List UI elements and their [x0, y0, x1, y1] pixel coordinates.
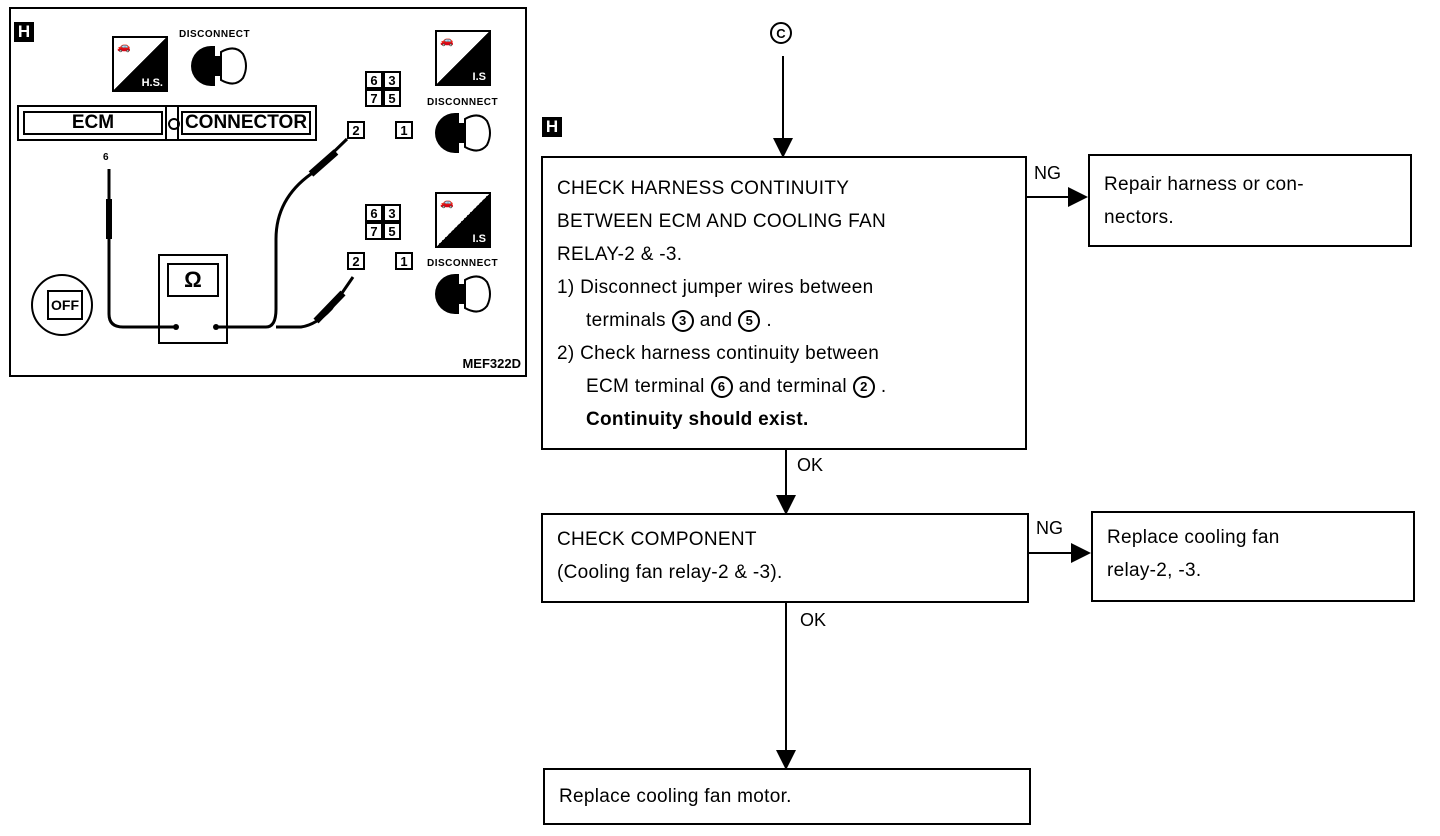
ohm-symbol: Ω — [167, 263, 219, 297]
step1-instruction-2: 2) Check harness continuity between — [557, 343, 880, 364]
action-line: relay-2, -3. — [1107, 560, 1202, 581]
harness-label: I.S — [472, 233, 486, 245]
figure-code: MEF322D — [462, 356, 521, 371]
car-icon: 🚗 — [440, 35, 454, 47]
step1-ng-label: NG — [1034, 163, 1061, 183]
text: and terminal — [738, 376, 847, 397]
terminal-6: 6 — [365, 71, 383, 89]
action-line: Repair harness or con- — [1104, 174, 1304, 195]
terminal-6: 6 — [365, 204, 383, 222]
replace-relay-box: Replace cooling fan relay-2, -3. — [1091, 511, 1415, 602]
step2-ok-label: OK — [800, 610, 827, 630]
ignition-off-label: OFF — [47, 290, 83, 320]
disconnect-label: DISCONNECT — [179, 29, 251, 40]
terminal-ref: 2 — [852, 375, 875, 398]
ecm-terminal-number: 6 — [103, 152, 109, 163]
final-action-text: Replace cooling fan motor. — [559, 786, 792, 807]
text: . — [880, 376, 887, 397]
terminal-7: 7 — [365, 89, 383, 107]
step2-title: CHECK COMPONENT — [557, 529, 757, 550]
harness-side-symbol: 🚗 H.S. — [112, 36, 168, 92]
step1-title-line: RELAY-2 & -3. — [557, 244, 683, 265]
ecm-connector: ECM CONNECTOR — [17, 105, 317, 141]
ignition-key-icon: OFF — [31, 274, 93, 336]
step2-ng-label: NG — [1036, 518, 1063, 538]
step-badge: H — [14, 22, 34, 42]
action-line: nectors. — [1104, 207, 1174, 228]
terminal-1: 1 — [395, 252, 413, 270]
step1-harness-check-box: CHECK HARNESS CONTINUITY BETWEEN ECM AND… — [541, 156, 1027, 450]
step1-title-line: BETWEEN ECM AND COOLING FAN — [557, 211, 887, 232]
probe-wires — [106, 137, 355, 330]
text: . — [766, 310, 772, 331]
disconnect-label: DISCONNECT — [427, 258, 499, 269]
text: ECM terminal — [586, 376, 705, 397]
step1-ok-label: OK — [797, 455, 824, 475]
terminal-5: 5 — [383, 222, 401, 240]
harness-label: I.S — [472, 71, 486, 83]
terminal-3: 3 — [383, 71, 401, 89]
step1-instruction-1: 1) Disconnect jumper wires between — [557, 277, 874, 298]
connector-label: CONNECTOR — [181, 111, 311, 135]
step-badge: H — [542, 117, 562, 137]
repair-harness-box: Repair harness or con- nectors. — [1088, 154, 1412, 247]
relay-connector-top: 6 3 7 5 2 1 — [345, 71, 415, 141]
step1-expected-result: Continuity should exist. — [586, 409, 809, 430]
terminal-5: 5 — [383, 89, 401, 107]
replace-motor-box: Replace cooling fan motor. — [543, 768, 1031, 825]
terminal-2: 2 — [347, 121, 365, 139]
ecm-label: ECM — [23, 111, 163, 135]
disconnect-connector-icon — [191, 46, 247, 86]
terminal-1: 1 — [395, 121, 413, 139]
harness-symbol-bottom: 🚗 I.S — [435, 192, 491, 248]
step1-title-line: CHECK HARNESS CONTINUITY — [557, 178, 850, 199]
terminal-3: 3 — [383, 204, 401, 222]
terminal-ref: 6 — [710, 375, 733, 398]
terminal-ref: 5 — [738, 309, 761, 332]
disconnect-connector-icon — [435, 113, 491, 153]
terminal-2: 2 — [347, 252, 365, 270]
terminal-7: 7 — [365, 222, 383, 240]
text: terminals — [586, 310, 666, 331]
harness-side-label: H.S. — [141, 77, 163, 89]
ohmmeter: Ω — [158, 254, 228, 344]
action-line: Replace cooling fan — [1107, 527, 1280, 548]
terminal-ref: 3 — [671, 309, 694, 332]
car-icon: 🚗 — [117, 41, 131, 53]
connector-latch — [165, 107, 180, 139]
harness-symbol-top: 🚗 I.S — [435, 30, 491, 86]
disconnect-label: DISCONNECT — [427, 97, 499, 108]
text: and — [699, 310, 733, 331]
step2-subtitle: (Cooling fan relay-2 & -3). — [557, 562, 783, 583]
relay-connector-bottom: 6 3 7 5 2 1 — [345, 204, 415, 274]
entry-connector-marker: C — [770, 22, 792, 44]
car-icon: 🚗 — [440, 197, 454, 209]
step2-component-check-box: CHECK COMPONENT (Cooling fan relay-2 & -… — [541, 513, 1029, 603]
disconnect-connector-icon — [435, 274, 491, 314]
test-diagram-panel: H 🚗 H.S. DISCONNECT ECM CONNECTOR 6 6 3 … — [9, 7, 527, 377]
